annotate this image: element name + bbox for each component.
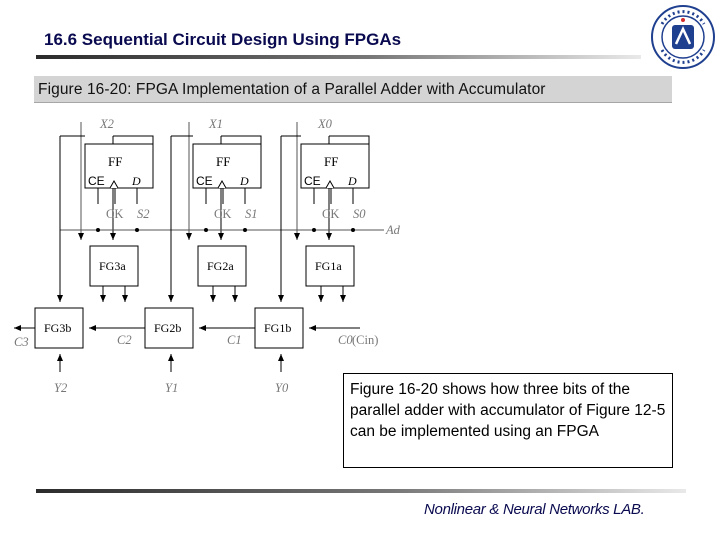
fg2b-block xyxy=(144,307,194,349)
page-title: 16.6 Sequential Circuit Design Using FPG… xyxy=(44,30,402,49)
fg1b-block xyxy=(254,307,304,349)
y2-label: Y2 xyxy=(54,381,67,395)
fg3b-block xyxy=(34,307,84,349)
x0-label: X0 xyxy=(317,117,333,131)
y0-label: Y0 xyxy=(275,381,289,395)
flipflop-bit-2 xyxy=(84,143,154,189)
d-label: D xyxy=(131,174,141,188)
svg-text:CK: CK xyxy=(322,207,339,221)
title-divider xyxy=(36,55,641,59)
fg2b-label: FG2b xyxy=(154,321,181,335)
fg1a-block xyxy=(305,245,355,287)
svg-text:CK: CK xyxy=(214,207,231,221)
bit-slice-1: FF CE D CK S1 FG2a FG2b xyxy=(144,135,262,349)
c1-label: C1 xyxy=(227,333,242,347)
figure-caption-bar: Figure 16-20: FPGA Implementation of a P… xyxy=(34,76,672,103)
fg2a-label: FG2a xyxy=(207,259,234,273)
university-logo xyxy=(651,5,715,69)
svg-text:FF: FF xyxy=(324,154,338,169)
fpga-adder-circuit-diagram: FF CE D CK S2 FG3a FG3b FF CE D CK S1 FG… xyxy=(14,117,400,395)
bit-slice-0: FF CE D CK S0 FG1a FG1b xyxy=(254,135,370,349)
lab-name: Nonlinear & Neural Networks LAB. xyxy=(424,501,645,518)
fg2a-block xyxy=(197,245,247,287)
s1-label: S1 xyxy=(245,207,258,221)
x1-label: X1 xyxy=(208,117,223,131)
fg1a-label: FG1a xyxy=(315,259,342,273)
explanation-box: Figure 16-20 shows how three bits of the… xyxy=(343,373,673,468)
svg-text:D: D xyxy=(239,174,249,188)
ce-label: CE xyxy=(88,174,105,188)
c3-label: C3 xyxy=(14,335,29,349)
bit-slice-2: FF CE D CK S2 FG3a FG3b xyxy=(34,135,154,349)
svg-text:FF: FF xyxy=(216,154,230,169)
ad-label: Ad xyxy=(385,223,400,237)
c0-label: C0 xyxy=(338,333,353,347)
flipflop-bit-1 xyxy=(192,143,262,189)
flipflop-bit-0 xyxy=(300,143,370,189)
figure-caption: Figure 16-20: FPGA Implementation of a P… xyxy=(38,81,546,98)
c2-label: C2 xyxy=(117,333,132,347)
svg-text:CE: CE xyxy=(304,174,321,188)
footer-divider xyxy=(36,489,686,493)
fg3a-label: FG3a xyxy=(99,259,126,273)
s0-label: S0 xyxy=(353,207,366,221)
explanation-text: Figure 16-20 shows how three bits of the… xyxy=(350,381,666,440)
flipflop-label: FF xyxy=(108,154,122,169)
s2-label: S2 xyxy=(137,207,150,221)
cin-label: (Cin) xyxy=(352,333,378,347)
svg-text:CE: CE xyxy=(196,174,213,188)
x2-label: X2 xyxy=(99,117,114,131)
y1-label: Y1 xyxy=(165,381,178,395)
fg1b-label: FG1b xyxy=(264,321,291,335)
svg-text:D: D xyxy=(347,174,357,188)
ck-label: CK xyxy=(106,207,123,221)
fg3b-label: FG3b xyxy=(44,321,71,335)
fg3a-block xyxy=(89,245,139,287)
